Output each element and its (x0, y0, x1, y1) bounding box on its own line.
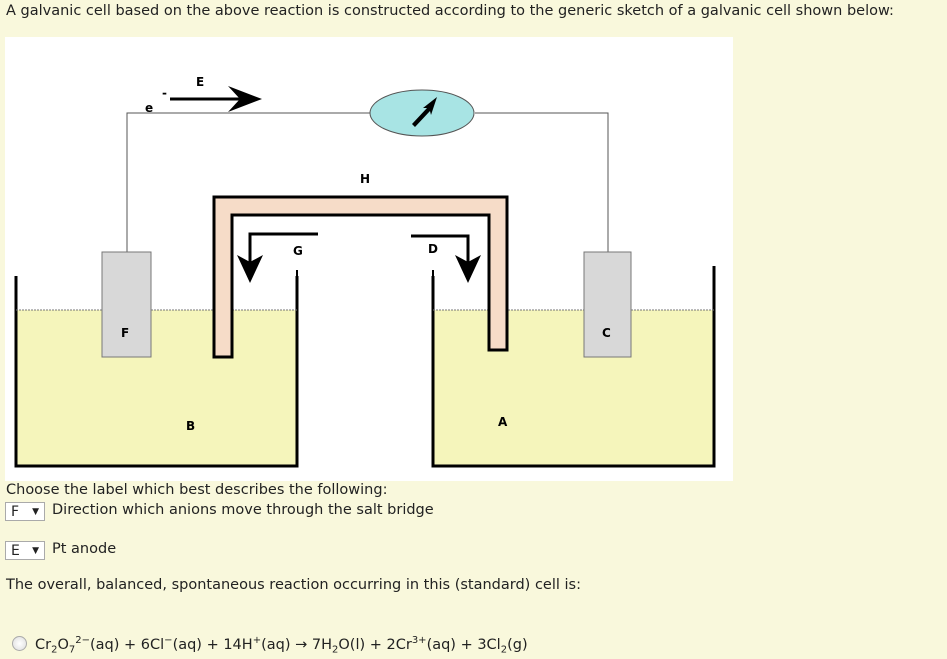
arrow-G-icon (237, 255, 263, 283)
dropdown-arrow-icon: ▼ (32, 507, 39, 517)
label-F: F (121, 326, 129, 340)
electron-label: e (145, 101, 153, 115)
anion-direction-select[interactable]: F▼ (5, 502, 45, 521)
label-E: E (196, 75, 204, 89)
label-D: D (428, 242, 438, 256)
reaction-option-radio[interactable] (12, 636, 27, 651)
voltmeter-needle-icon (412, 97, 437, 127)
arrow-D-icon (455, 255, 481, 283)
galvanic-cell-diagram: e - E F C B A H G D (5, 37, 733, 481)
prompt-text: Choose the label which best describes th… (6, 482, 388, 498)
pt-anode-select[interactable]: E▼ (5, 541, 45, 560)
svg-text:-: - (162, 86, 167, 100)
label-A: A (498, 415, 508, 429)
label-H: H (360, 172, 370, 186)
label-B: B (186, 419, 195, 433)
voltmeter (369, 89, 475, 137)
label-C: C (602, 326, 611, 340)
reaction-option-label[interactable]: Cr2O72−(aq) + 6Cl−(aq) + 14H+(aq) → 7H2O… (35, 635, 528, 656)
dropdown-arrow-icon: ▼ (32, 546, 39, 556)
intro-text: A galvanic cell based on the above react… (6, 3, 894, 19)
label-G: G (293, 244, 303, 258)
question-2-text: Pt anode (52, 541, 117, 557)
reaction-prompt: The overall, balanced, spontaneous react… (6, 577, 581, 593)
question-1-text: Direction which anions move through the … (52, 502, 434, 518)
electron-arrow-icon (228, 86, 262, 112)
